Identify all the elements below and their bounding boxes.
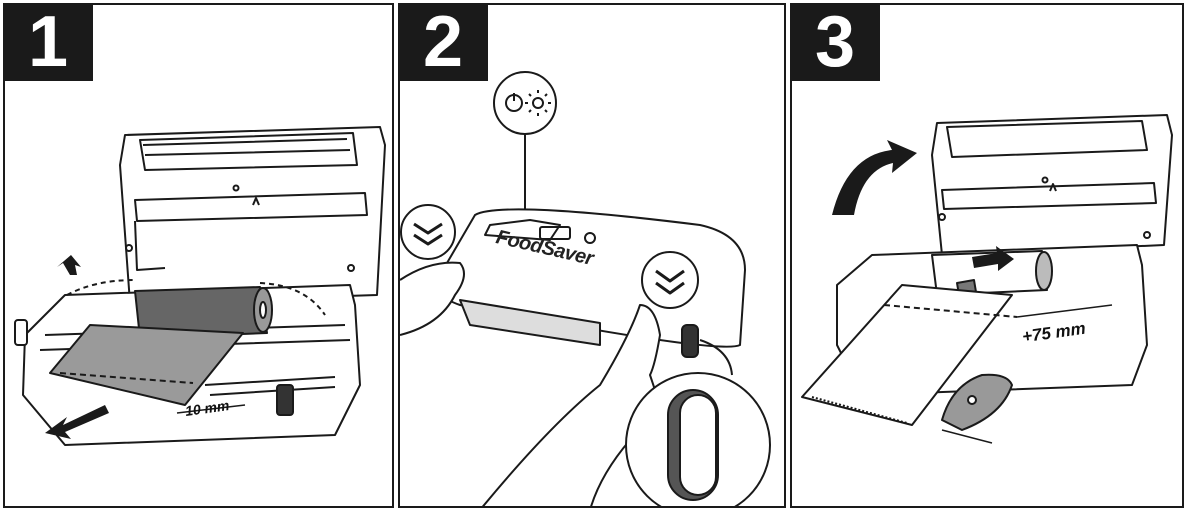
curved-arrow-icon — [832, 140, 917, 215]
step-2-panel: 2 — [398, 3, 786, 508]
bag-sheet — [49, 324, 244, 406]
step-3-illustration — [801, 114, 1173, 444]
up-arrow-icon — [57, 255, 81, 275]
pull-arrow-icon — [45, 405, 109, 439]
bag-roll — [134, 286, 268, 339]
step-3-panel: 3 — [790, 3, 1184, 508]
step-3-number: 3 — [792, 5, 880, 81]
side-latch — [276, 384, 294, 416]
step-1-illustration — [14, 126, 386, 446]
step-1-number: 1 — [5, 5, 93, 81]
straight-arrow-icon — [972, 246, 1014, 271]
step-2-number: 2 — [400, 5, 488, 81]
bag-sheet — [801, 284, 1013, 426]
step-1-panel: 1 — [3, 3, 394, 508]
accessory-tray — [941, 373, 1013, 431]
step-2-illustration — [400, 71, 771, 506]
appliance-lid — [119, 126, 386, 304]
